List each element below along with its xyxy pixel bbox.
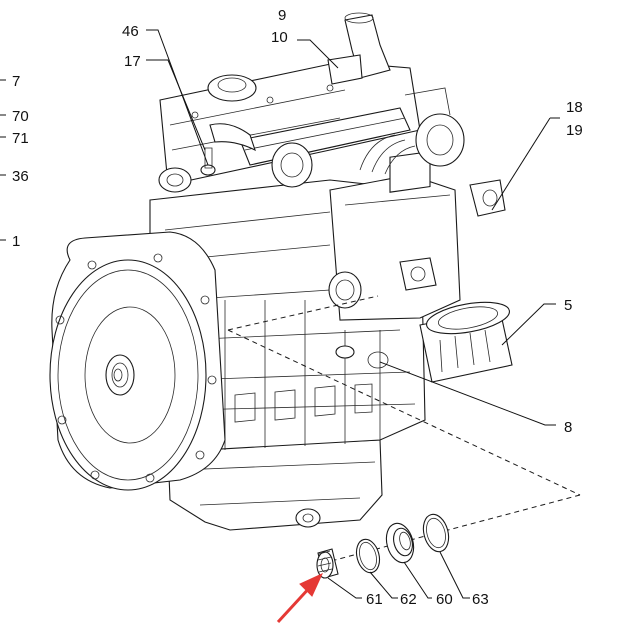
oil-gauge-plug bbox=[335, 345, 355, 359]
clamp-9-10 bbox=[327, 54, 363, 85]
pto-opening bbox=[328, 271, 362, 309]
sensor-plug bbox=[200, 164, 216, 176]
callout-62: 62 bbox=[400, 591, 417, 608]
callout-18: 18 bbox=[566, 99, 583, 116]
thermostat-housing bbox=[271, 142, 313, 188]
callout-8: 8 bbox=[564, 419, 572, 436]
red-pointer-arrow bbox=[276, 572, 324, 624]
ring-part-63 bbox=[422, 513, 450, 553]
callout-71: 71 bbox=[12, 130, 29, 147]
leader-lines bbox=[0, 29, 560, 599]
drain-plug bbox=[295, 508, 321, 528]
callout-7: 7 bbox=[12, 73, 20, 90]
flywheel bbox=[49, 259, 207, 491]
engine-block-drawing bbox=[49, 12, 513, 531]
fuel-connector bbox=[399, 257, 437, 291]
callout-46: 46 bbox=[122, 23, 139, 40]
stop-solenoid bbox=[469, 179, 506, 217]
pump-plate bbox=[389, 150, 431, 193]
callout-63: 63 bbox=[472, 591, 489, 608]
turbo-housing bbox=[415, 113, 465, 167]
oil-pan bbox=[167, 439, 383, 531]
callout-17: 17 bbox=[124, 53, 141, 70]
gear-part-61 bbox=[316, 548, 339, 579]
callout-36: 36 bbox=[12, 168, 29, 185]
callout-10: 10 bbox=[271, 29, 288, 46]
callout-61: 61 bbox=[366, 591, 383, 608]
oil-filler-cap bbox=[207, 74, 257, 102]
seal-part-60 bbox=[385, 522, 415, 564]
oil-filter bbox=[419, 301, 513, 383]
callout-9: 9 bbox=[278, 7, 286, 24]
oring-part-62 bbox=[355, 538, 381, 574]
callout-60: 60 bbox=[436, 591, 453, 608]
callout-19: 19 bbox=[566, 122, 583, 139]
callout-5: 5 bbox=[564, 297, 572, 314]
callout-1: 1 bbox=[12, 233, 20, 250]
callout-70: 70 bbox=[12, 108, 29, 125]
callout-labels: 7 70 71 36 1 46 17 9 10 18 19 5 8 61 62 … bbox=[12, 7, 583, 608]
